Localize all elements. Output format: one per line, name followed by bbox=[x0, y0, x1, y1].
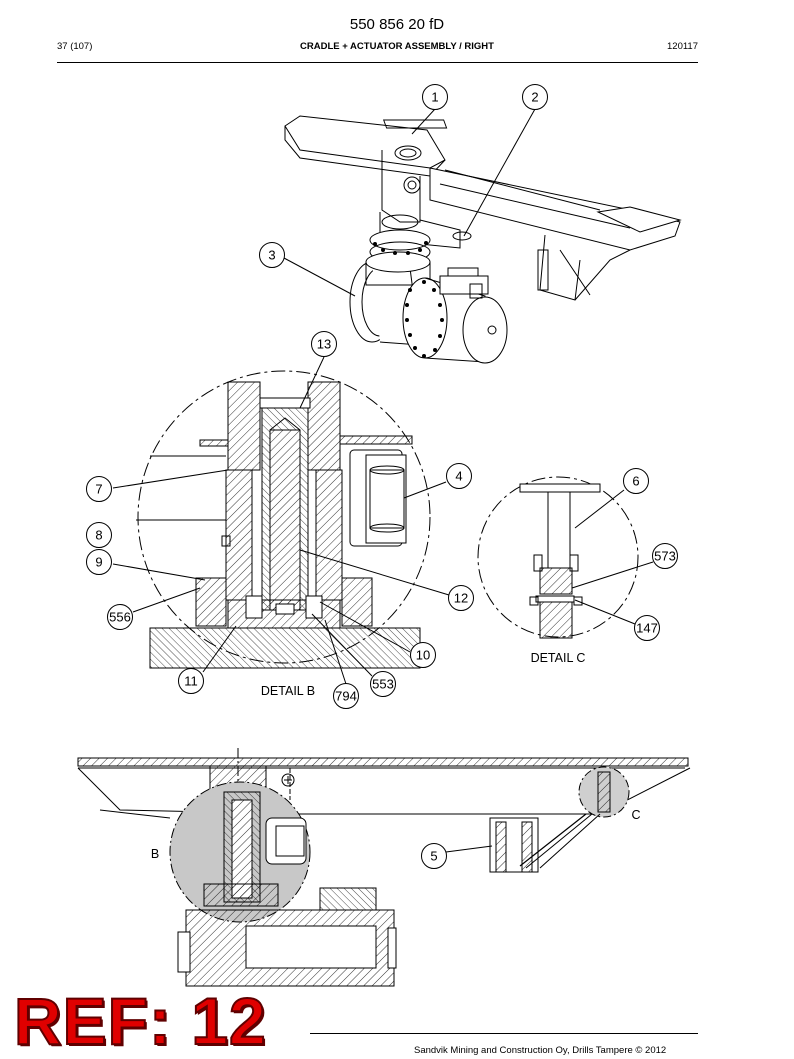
callout-11: 11 bbox=[178, 668, 204, 694]
callout-794: 794 bbox=[333, 683, 359, 709]
callout-147: 147 bbox=[634, 615, 660, 641]
svg-text:13: 13 bbox=[317, 337, 331, 352]
footer-divider bbox=[310, 1033, 698, 1034]
svg-text:9: 9 bbox=[95, 555, 102, 570]
detail-b-section bbox=[136, 370, 431, 669]
detail-b-marker: B bbox=[151, 847, 159, 861]
callout-13: 13 bbox=[311, 331, 337, 357]
svg-text:11: 11 bbox=[184, 674, 198, 689]
callout-6: 6 bbox=[623, 468, 649, 494]
svg-text:553: 553 bbox=[372, 677, 394, 692]
detail-c-marker: C bbox=[631, 808, 640, 822]
callout-3: 3 bbox=[259, 242, 285, 268]
copyright-notice: Sandvik Mining and Construction Oy, Dril… bbox=[414, 1045, 667, 1056]
svg-text:6: 6 bbox=[632, 474, 639, 489]
svg-text:3: 3 bbox=[268, 248, 275, 263]
callout-1: 1 bbox=[422, 84, 448, 110]
svg-text:2: 2 bbox=[531, 90, 538, 105]
callout-9: 9 bbox=[86, 549, 112, 575]
svg-text:556: 556 bbox=[109, 610, 131, 625]
callout-556: 556 bbox=[107, 604, 133, 630]
callout-2: 2 bbox=[522, 84, 548, 110]
svg-text:573: 573 bbox=[654, 549, 676, 564]
callout-553: 553 bbox=[370, 671, 396, 697]
date-code: 120117 bbox=[667, 41, 698, 52]
detail-c-section bbox=[477, 476, 639, 639]
svg-text:5: 5 bbox=[430, 849, 437, 864]
document-number: 550 856 20 fD bbox=[349, 16, 445, 33]
callout-8: 8 bbox=[86, 522, 112, 548]
callout-7: 7 bbox=[86, 476, 112, 502]
callout-10: 10 bbox=[410, 642, 436, 668]
svg-text:147: 147 bbox=[636, 621, 658, 636]
svg-text:7: 7 bbox=[95, 482, 102, 497]
callout-5: 5 bbox=[421, 843, 447, 869]
assembly-title: CRADLE + ACTUATOR ASSEMBLY / RIGHT bbox=[300, 41, 494, 52]
callout-573: 573 bbox=[652, 543, 678, 569]
svg-text:8: 8 bbox=[95, 528, 102, 543]
header-divider bbox=[57, 62, 698, 63]
page-counter: 37 (107) bbox=[57, 41, 93, 52]
detail-b-label: DETAIL B bbox=[261, 684, 315, 698]
leader-lines bbox=[112, 108, 654, 853]
isometric-cradle-view bbox=[284, 115, 682, 364]
flange-bolt-ring bbox=[373, 241, 444, 358]
assembly-section-view bbox=[77, 748, 691, 987]
callout-4: 4 bbox=[446, 463, 472, 489]
ref-stamp: REF: 12 bbox=[13, 983, 267, 1059]
callout-bubbles: 1 2 3 13 4 6 7 8 9 573 12 556 147 10 11 … bbox=[86, 84, 678, 869]
callout-12: 12 bbox=[448, 585, 474, 611]
detail-c-label: DETAIL C bbox=[531, 651, 586, 665]
svg-text:4: 4 bbox=[455, 469, 462, 484]
svg-text:794: 794 bbox=[335, 689, 357, 704]
svg-text:12: 12 bbox=[454, 591, 468, 606]
svg-text:1: 1 bbox=[431, 90, 438, 105]
svg-text:10: 10 bbox=[416, 648, 430, 663]
